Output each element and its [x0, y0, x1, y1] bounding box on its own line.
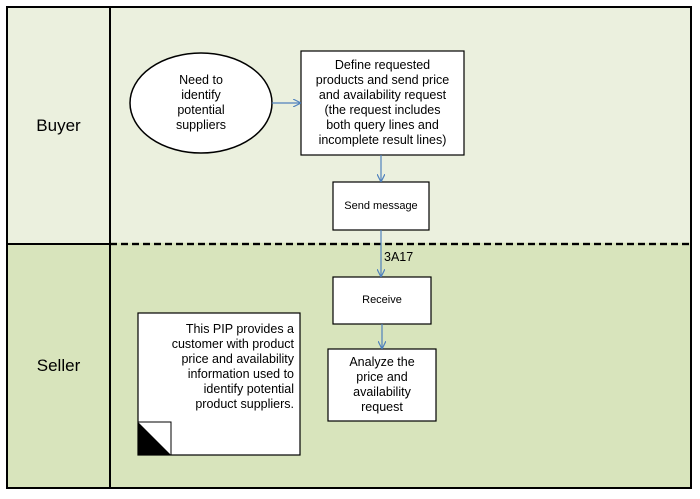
- send-message-label: Send message: [344, 199, 418, 212]
- analyze-label: Analyze the price and availability reque…: [349, 355, 415, 414]
- note-text: This PIP provides a customer with produc…: [171, 322, 294, 411]
- buyer-lane-label: Buyer: [36, 115, 81, 135]
- analyze-box: [327, 348, 437, 422]
- define-request-label: Define requested products and send price…: [315, 58, 450, 147]
- send-message-box: [332, 181, 430, 231]
- receive-label: Receive: [362, 294, 402, 306]
- start-node-label: Need to identify potential suppliers: [175, 73, 227, 132]
- note-folded-corner-icon: [138, 422, 171, 455]
- seller-lane-label-cell: [6, 243, 111, 489]
- define-request-box: [300, 50, 465, 156]
- receive-box: [332, 276, 432, 325]
- connector-label-3a17: 3A17: [384, 249, 414, 264]
- buyer-lane-label-cell: [6, 6, 111, 245]
- seller-lane-label: Seller: [36, 356, 81, 375]
